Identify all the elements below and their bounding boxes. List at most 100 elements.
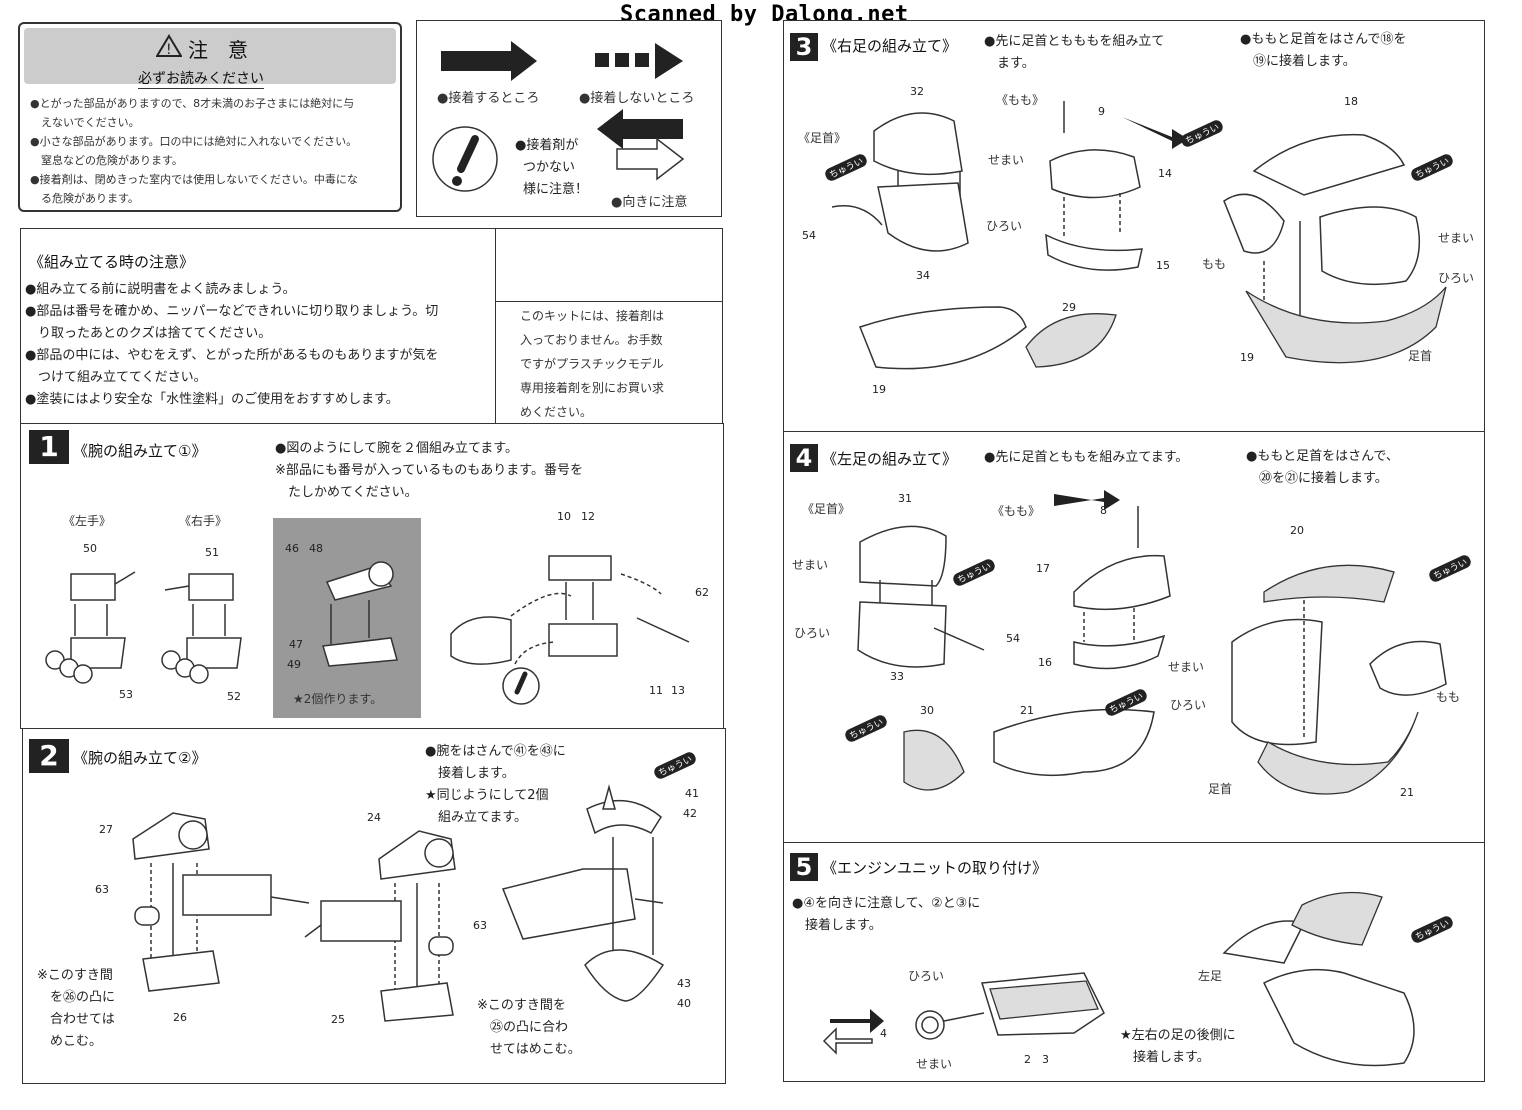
part-20: 20 [1290, 524, 1304, 537]
glue-note-box: このキットには、接着剤は 入っておりません。お手数 ですがプラスチックモデル 専… [495, 301, 723, 424]
glue-note-line: 専用接着剤を別にお買い求 [520, 381, 665, 395]
step4-note1: ●先に足首とももを組み立てます。 [984, 450, 1189, 465]
momo-label-2: もも [1202, 257, 1227, 271]
step2-note-a-line: を㉖の凸に [37, 990, 116, 1005]
step5-star-line: 接着します。 [1120, 1050, 1210, 1065]
step3-panel: 3 《右足の組み立て》 ●先に足首ともももを組み立て ます。 ●ももと足首をはさ… [783, 20, 1485, 432]
part-21b: 21 [1400, 786, 1414, 799]
part-51: 51 [205, 546, 219, 559]
glue-note-line: ですがプラスチックモデル [520, 357, 664, 371]
step2-note: 組み立てます。 [425, 810, 528, 825]
part-2: 2 [1024, 1053, 1031, 1066]
part-62: 62 [695, 586, 709, 599]
left-leg-label: 左足 [1198, 969, 1223, 983]
step2-panel: 2 《腕の組み立て②》 ●腕をはさんで㊶を㊸に 接着します。 ★同じようにして2… [22, 728, 726, 1084]
step2-number: 2 [29, 739, 69, 773]
part-47: 47 [289, 638, 303, 651]
step5-title: 《エンジンユニットの取り付け》 [822, 859, 1048, 877]
step1-title: 《腕の組み立て①》 [73, 442, 207, 460]
momo-label: 《もも》 [992, 504, 1041, 518]
ashikubi-label-2: 足首 [1208, 782, 1233, 796]
part-8: 8 [1100, 504, 1107, 517]
step3-note1-line: ます。 [984, 56, 1035, 71]
assembly-notes-box: 《組み立てる時の注意》 ●組み立てる前に説明書をよく読みましょう。 ●部品は番号… [20, 228, 496, 424]
semai-label: せまい [916, 1057, 953, 1071]
step4-note2-line: ●ももと足首をはさんで、 [1246, 449, 1399, 464]
step1-number: 1 [29, 430, 69, 464]
part-14: 14 [1158, 167, 1172, 180]
part-4: 4 [880, 1027, 887, 1040]
semai-label: せまい [988, 153, 1025, 167]
part-11: 11 [649, 684, 663, 697]
hiroi-label: ひろい [794, 626, 831, 640]
assembly-note-line: つけて組み立ててください。 [25, 370, 207, 385]
step4-diagram [857, 490, 1447, 795]
caution-box: ! 注 意 必ずお読みください ●とがった部品がありますので、8才未満のお子さま… [18, 22, 402, 212]
legend-no-glue: ●接着しないところ [579, 91, 695, 106]
glue-note-line: 入っておりません。お手数 [520, 333, 663, 347]
momo-label: 《もも》 [996, 93, 1045, 107]
hiroi-label-2: ひろい [1438, 271, 1475, 285]
part-9: 9 [1098, 105, 1105, 118]
glue-note-line: めください。 [520, 405, 593, 419]
hiroi-label: ひろい [986, 219, 1023, 233]
part-29: 29 [1062, 301, 1076, 314]
step4-note2-line: ⑳を㉑に接着します。 [1246, 471, 1388, 486]
part-19b: 19 [1240, 351, 1254, 364]
arrow-legend-icons [432, 41, 685, 192]
glue-note-text: このキットには、接着剤は 入っておりません。お手数 ですがプラスチックモデル 専… [520, 304, 664, 424]
part-30: 30 [920, 704, 934, 717]
step1-notes: ●図のようにして腕を２個組み立てます。 ※部品にも番号が入っているものもあります… [275, 438, 583, 504]
step2-title: 《腕の組み立て②》 [73, 749, 207, 767]
caution-text: ●とがった部品がありますので、8才未満のお子さまには絶対に与 えないでください。… [30, 94, 400, 208]
step4-panel: 4 《左足の組み立て》 ●先に足首とももを組み立てます。 ●ももと足首をはさんで… [783, 431, 1485, 843]
part-63: 63 [473, 919, 487, 932]
step2-note: ★同じようにして2個 [425, 788, 549, 803]
caution-subtitle: 必ずお読みください [138, 68, 264, 89]
part-13: 13 [671, 684, 685, 697]
caution-line: ●とがった部品がありますので、8才未満のお子さまには絶対に与 [30, 97, 355, 110]
part-26: 26 [173, 1011, 187, 1024]
step3-note2-line: ●ももと足首をはさんで⑱を [1240, 32, 1407, 47]
step2-note-b: ※このすき間を ㉕の凸に合わ せてはめこむ。 [477, 995, 581, 1061]
part-10: 10 [557, 510, 571, 523]
part-46: 46 [285, 542, 299, 555]
assembly-note-line: ●部品は番号を確かめ、ニッパーなどできれいに切り取りましょう。切 [25, 304, 439, 319]
step4-note2: ●ももと足首をはさんで、 ⑳を㉑に接着します。 [1246, 446, 1399, 490]
step3-note1: ●先に足首ともももを組み立て ます。 [984, 31, 1164, 75]
step2-note-b-line: ㉕の凸に合わ [477, 1020, 569, 1035]
step2-note-b-line: せてはめこむ。 [477, 1042, 581, 1057]
step3-number: 3 [790, 33, 818, 61]
step5-diagram [822, 891, 1415, 1067]
step4-title: 《左足の組み立て》 [822, 450, 958, 468]
part-21: 21 [1020, 704, 1034, 717]
assembly-notes-text: ●組み立てる前に説明書をよく読みましょう。 ●部品は番号を確かめ、ニッパーなどで… [25, 279, 495, 411]
shaded-subassembly: ★2個作ります。 [273, 518, 421, 718]
part-34: 34 [916, 269, 930, 282]
step5-star-note: ★左右の足の後側に 接着します。 [1120, 1025, 1236, 1069]
step3-diagram [831, 101, 1447, 370]
step2-note: 接着します。 [425, 766, 515, 781]
step5-note: 接着します。 [792, 918, 882, 933]
make-two-note: ★2個作ります。 [293, 692, 383, 706]
assembly-note-line: り取ったあとのクズは捨ててください。 [25, 326, 272, 341]
step5-panel: 5 《エンジンユニットの取り付け》 ●④を向きに注意して、②と③に 接着します。… [783, 842, 1485, 1082]
step2-note-a-line: 合わせては [37, 1012, 115, 1027]
part-16: 16 [1038, 656, 1052, 669]
part-32: 32 [910, 85, 924, 98]
part-12: 12 [581, 510, 595, 523]
step3-title: 《右足の組み立て》 [822, 37, 958, 55]
step3-note2-line: ⑲に接着します。 [1240, 54, 1356, 69]
legend-care-line: 様に注意！ [523, 182, 589, 197]
step3-note2: ●ももと足首をはさんで⑱を ⑲に接着します。 [1240, 29, 1406, 73]
caution-line: 窒息などの危険があります。 [30, 154, 183, 167]
legend-box: ●接着するところ ●接着しないところ ●接着剤が つかない 様に注意！ ●向きに… [416, 20, 722, 217]
part-33: 33 [890, 670, 904, 683]
part-43: 43 [677, 977, 691, 990]
part-54: 54 [1006, 632, 1020, 645]
part-41: 41 [685, 787, 699, 800]
part-48: 48 [309, 542, 323, 555]
legend-glue: ●接着するところ [437, 91, 540, 106]
part-25: 25 [331, 1013, 345, 1026]
part-15: 15 [1156, 259, 1170, 272]
